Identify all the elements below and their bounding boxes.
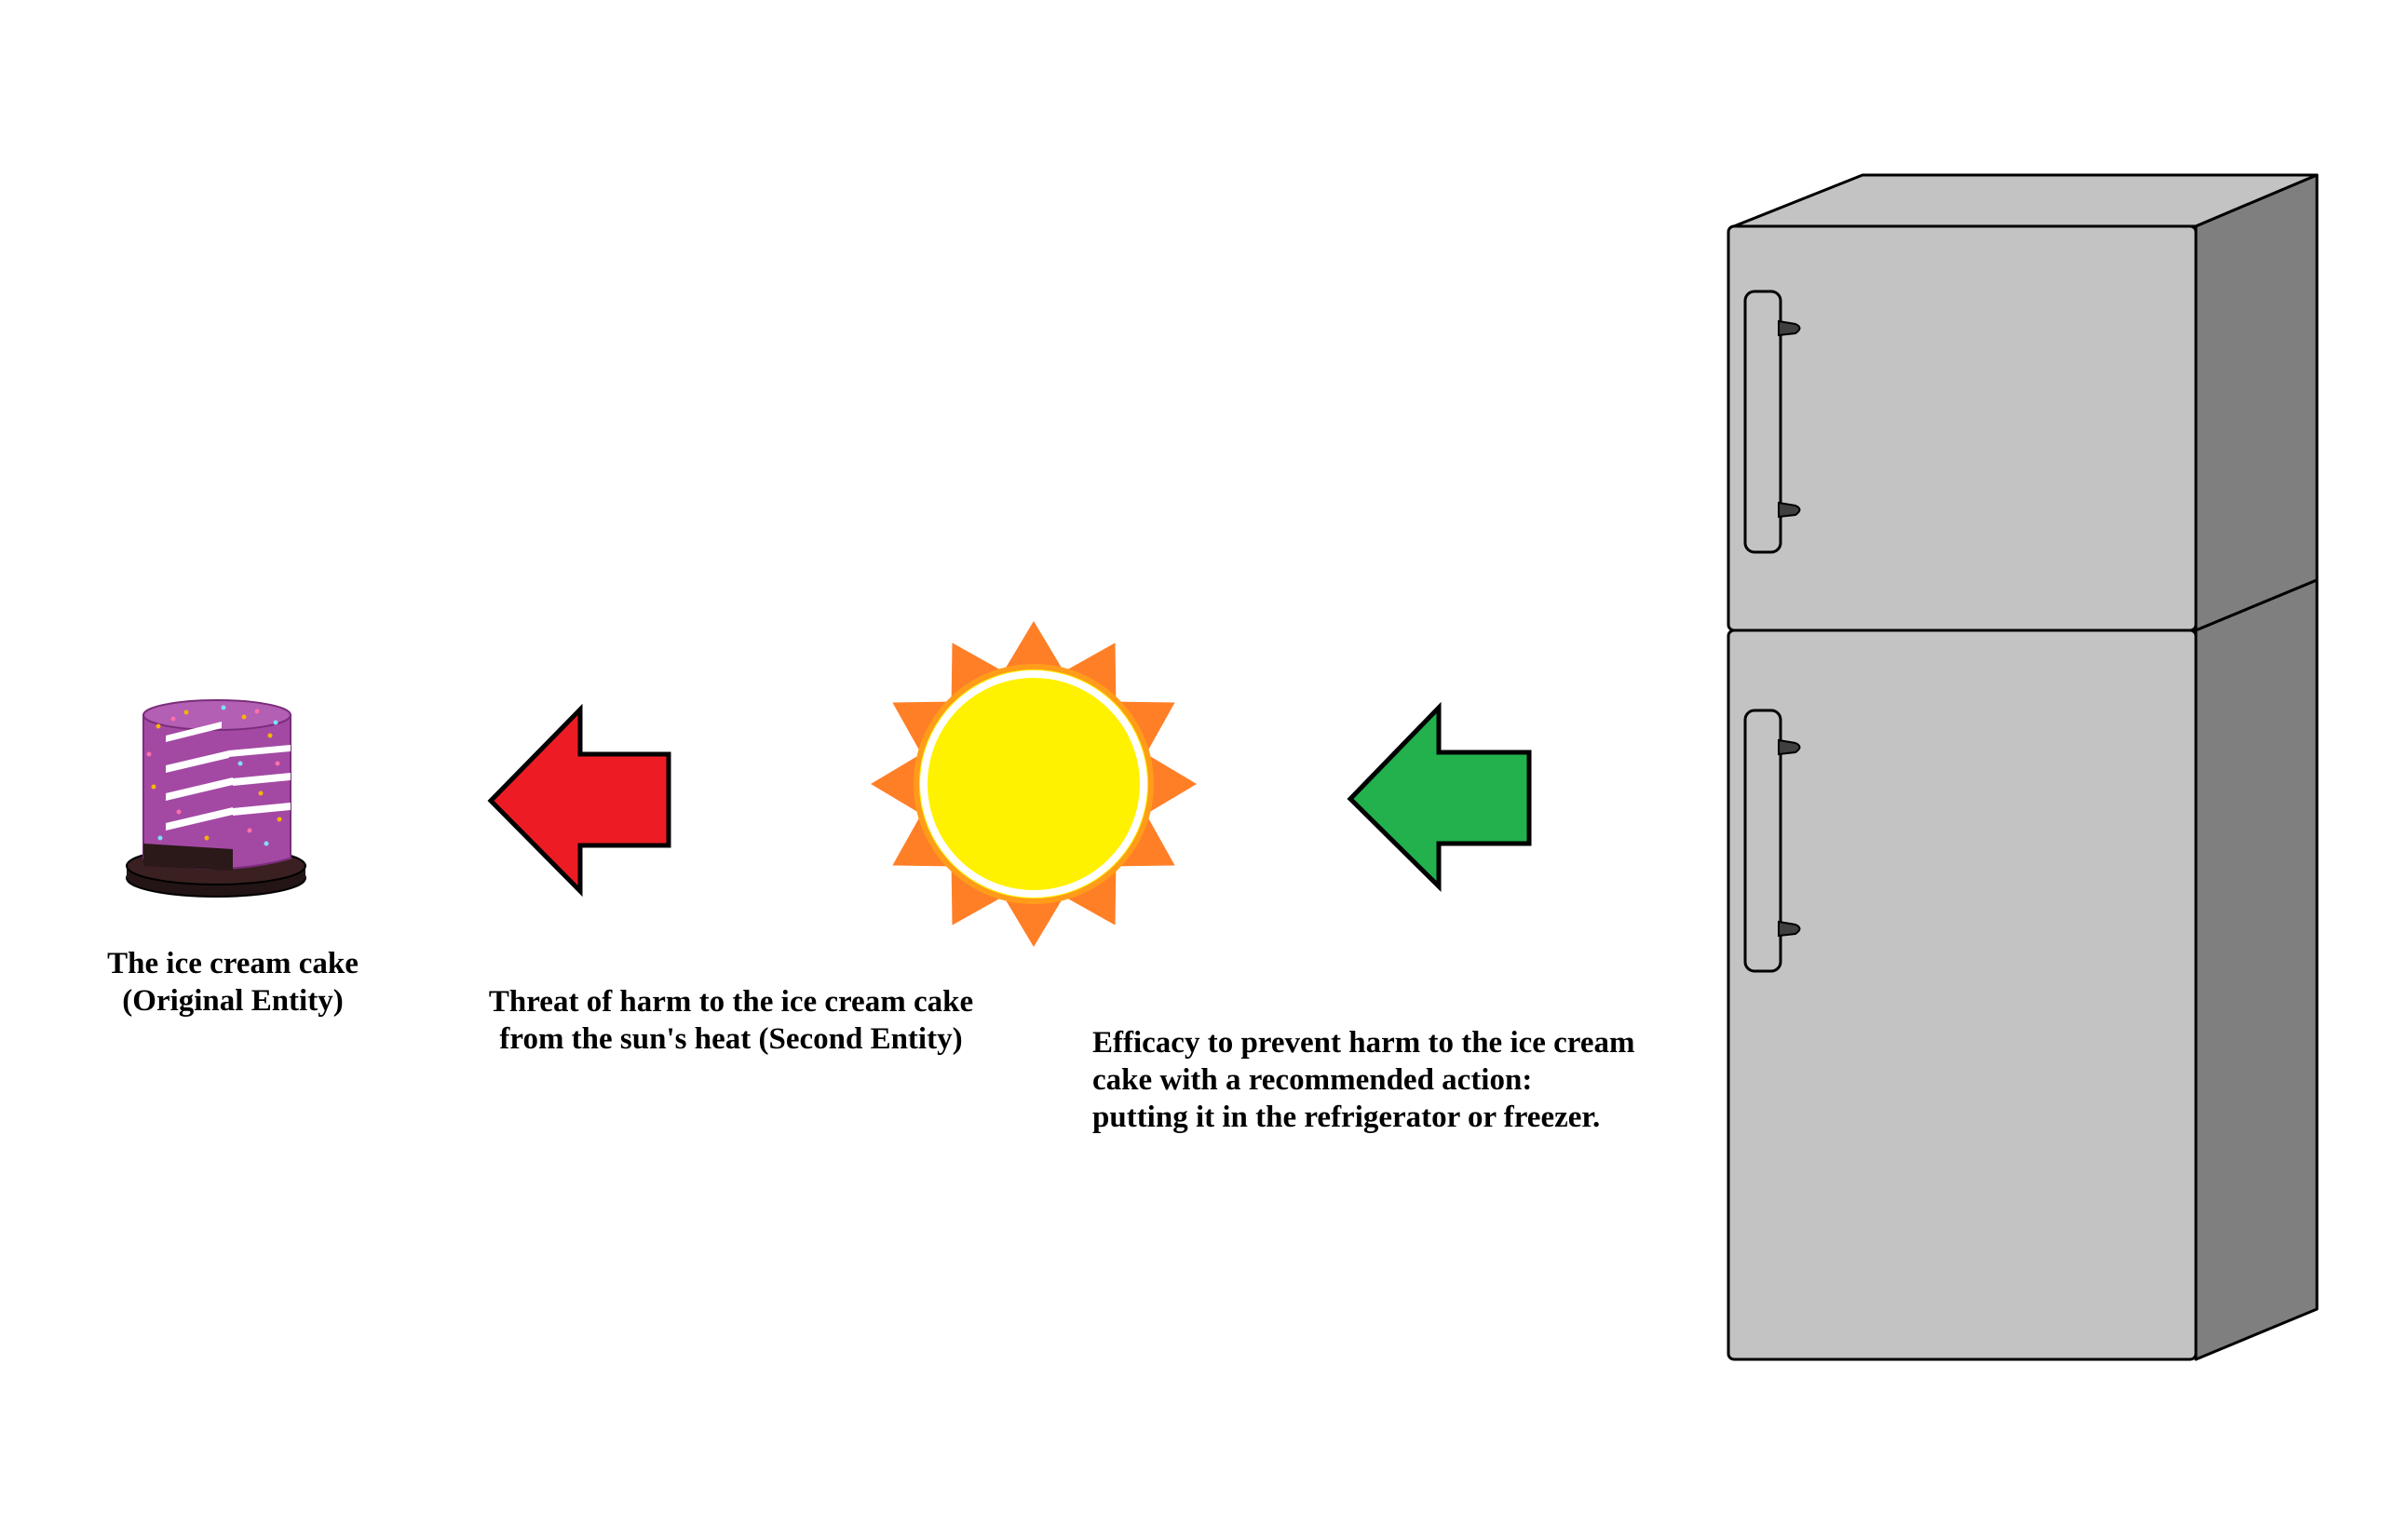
efficacy-arrow-icon bbox=[1347, 701, 1532, 892]
threat-arrow-icon bbox=[487, 703, 671, 898]
cake-caption: The ice cream cake (Original Entity) bbox=[37, 945, 428, 1020]
ice-cream-cake-icon bbox=[126, 699, 306, 898]
efficacy-caption-line-1: Efficacy to prevent harm to the ice crea… bbox=[1092, 1026, 1635, 1060]
threat-caption: Threat of harm to the ice cream cake fro… bbox=[428, 983, 1034, 1058]
sun-icon bbox=[871, 621, 1197, 947]
efficacy-caption-line-2: cake with a recommended action: bbox=[1092, 1063, 1533, 1097]
efficacy-caption: Efficacy to prevent harm to the ice crea… bbox=[1092, 1024, 1726, 1136]
threat-caption-line-2: from the sun's heat (Second Entity) bbox=[499, 1022, 963, 1056]
refrigerator-icon bbox=[1727, 173, 2319, 1361]
cake-caption-line-2: (Original Entity) bbox=[122, 984, 344, 1018]
threat-caption-line-1: Threat of harm to the ice cream cake bbox=[488, 985, 974, 1019]
cake-caption-line-1: The ice cream cake bbox=[107, 947, 359, 980]
efficacy-caption-line-3: putting it in the refrigerator or freeze… bbox=[1092, 1101, 1601, 1134]
